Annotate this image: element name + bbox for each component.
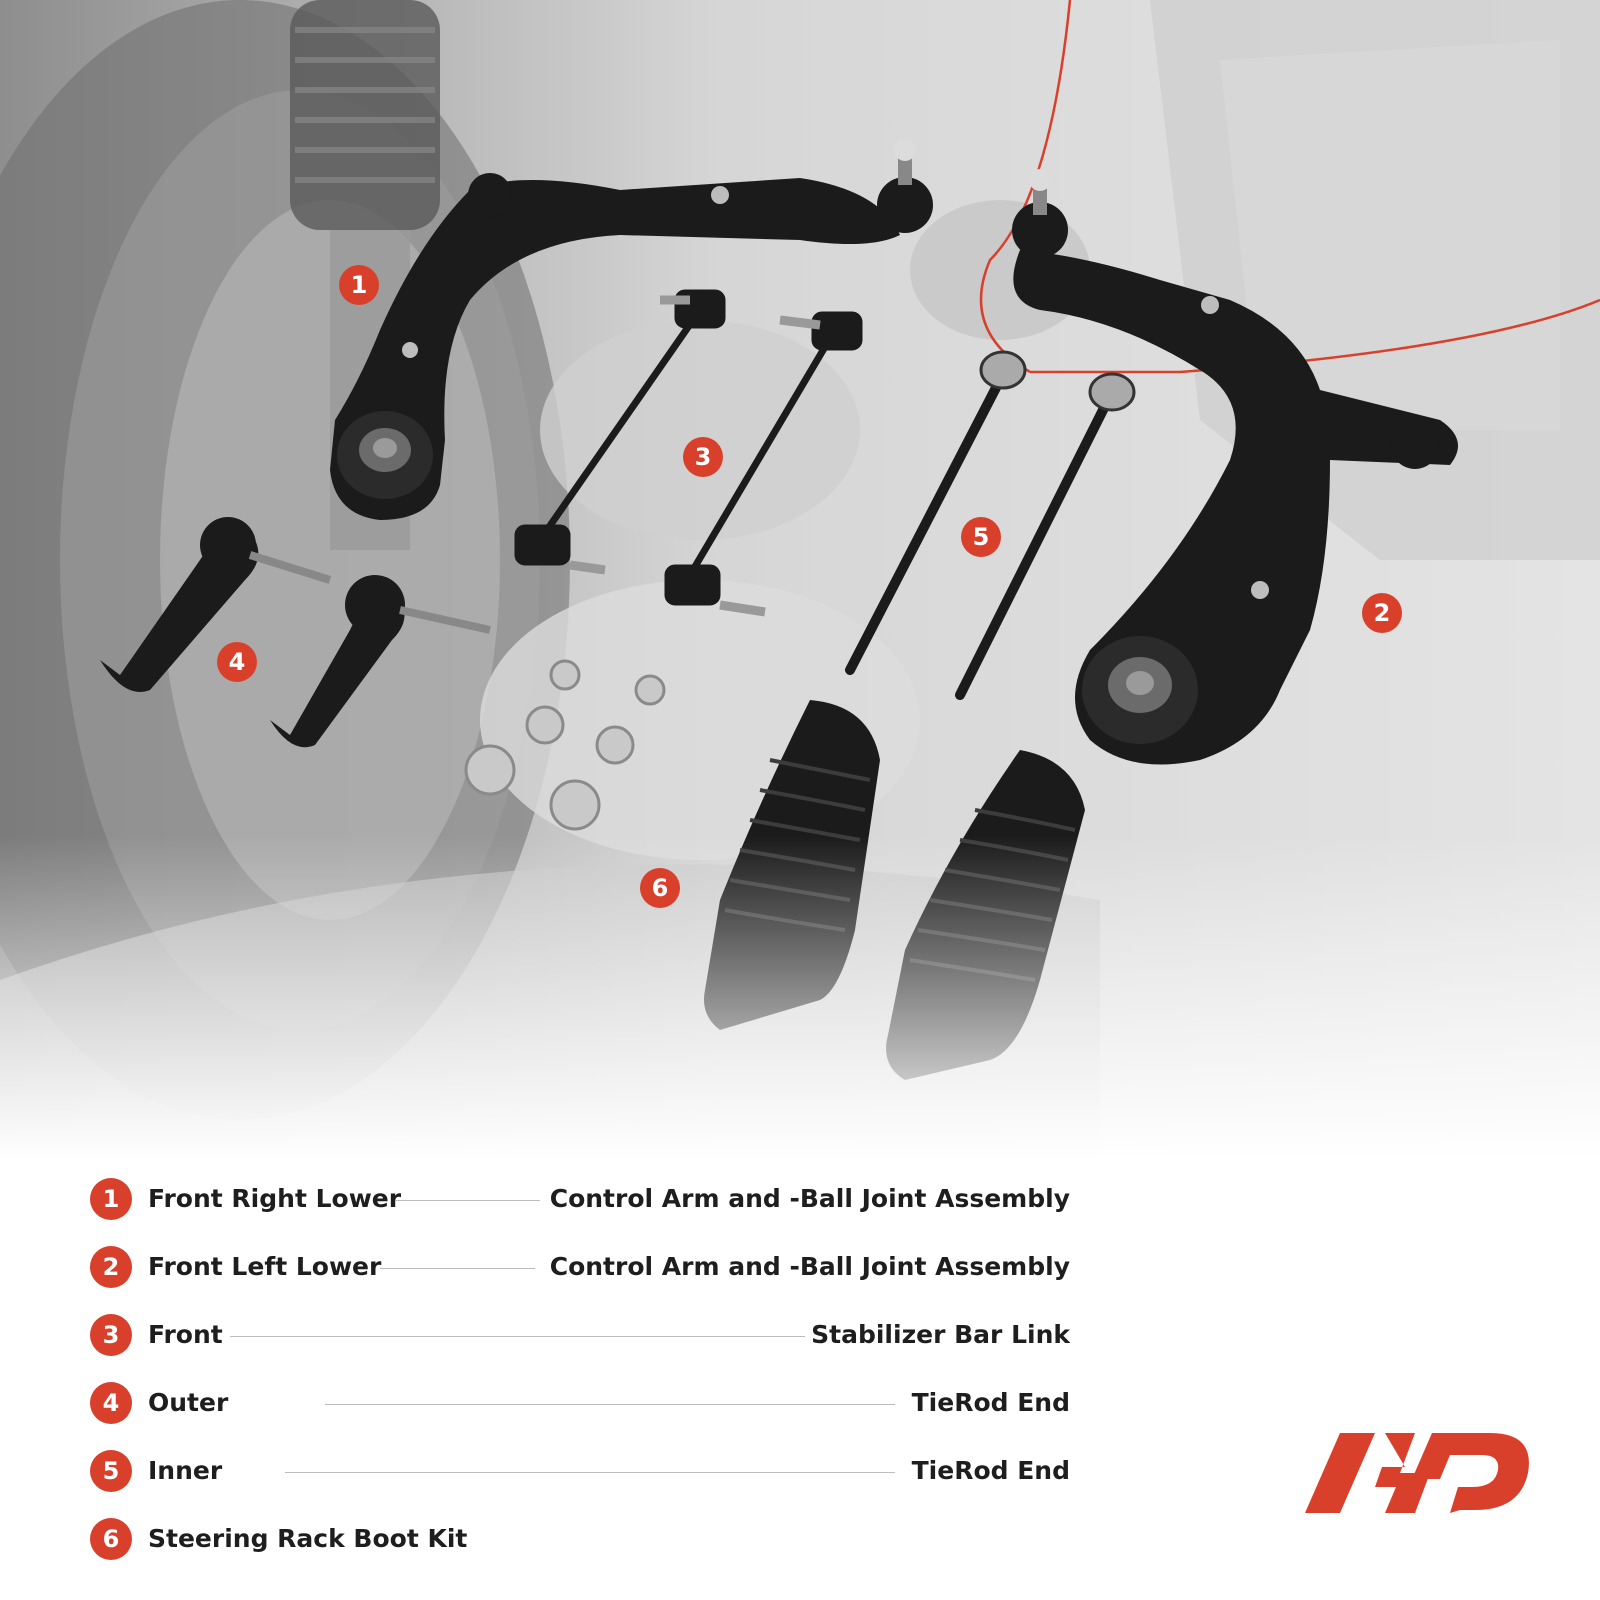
legend-row: 3 Front Stabilizer Bar Link — [90, 1314, 1070, 1358]
marker-6: 6 — [640, 868, 680, 908]
marker-2: 2 — [1362, 593, 1402, 633]
legend-leader-line — [325, 1404, 895, 1405]
marker-5: 5 — [961, 517, 1001, 557]
legend-part-position: Front Right Lower — [148, 1184, 402, 1213]
legend-part-type: TieRod End — [911, 1456, 1070, 1485]
legend-number-badge: 3 — [90, 1314, 132, 1356]
legend-part-type: Stabilizer Bar Link — [811, 1320, 1070, 1349]
legend-row: 2 Front Left Lower Control Arm and -Ball… — [90, 1246, 1070, 1290]
legend-part-position: Inner — [148, 1456, 223, 1485]
legend-row: 1 Front Right Lower Control Arm and -Bal… — [90, 1178, 1070, 1222]
legend-number-badge: 6 — [90, 1518, 132, 1560]
brand-logo-icon — [1305, 1433, 1529, 1513]
legend-number-badge: 1 — [90, 1178, 132, 1220]
legend-part-type: TieRod End — [911, 1388, 1070, 1417]
parts-illustration — [0, 0, 1600, 1160]
marker-1: 1 — [339, 265, 379, 305]
marker-3: 3 — [683, 437, 723, 477]
legend-leader-line — [380, 1268, 535, 1269]
legend-number-badge: 5 — [90, 1450, 132, 1492]
legend-row: 6 Steering Rack Boot Kit — [90, 1518, 1070, 1562]
legend-row: 4 Outer TieRod End — [90, 1382, 1070, 1426]
legend-part-position: Steering Rack Boot Kit — [148, 1524, 468, 1553]
legend-leader-line — [230, 1336, 805, 1337]
legend-part-position: Outer — [148, 1388, 229, 1417]
legend-leader-line — [285, 1472, 895, 1473]
marker-4: 4 — [217, 642, 257, 682]
legend-part-position: Front Left Lower — [148, 1252, 382, 1281]
legend-row: 5 Inner TieRod End — [90, 1450, 1070, 1494]
legend-part-type: Control Arm and -Ball Joint Assembly — [549, 1184, 1070, 1213]
legend-leader-line — [395, 1200, 540, 1201]
legend-part-position: Front — [148, 1320, 223, 1349]
legend-part-type: Control Arm and -Ball Joint Assembly — [549, 1252, 1070, 1281]
legend-number-badge: 2 — [90, 1246, 132, 1288]
legend-number-badge: 4 — [90, 1382, 132, 1424]
